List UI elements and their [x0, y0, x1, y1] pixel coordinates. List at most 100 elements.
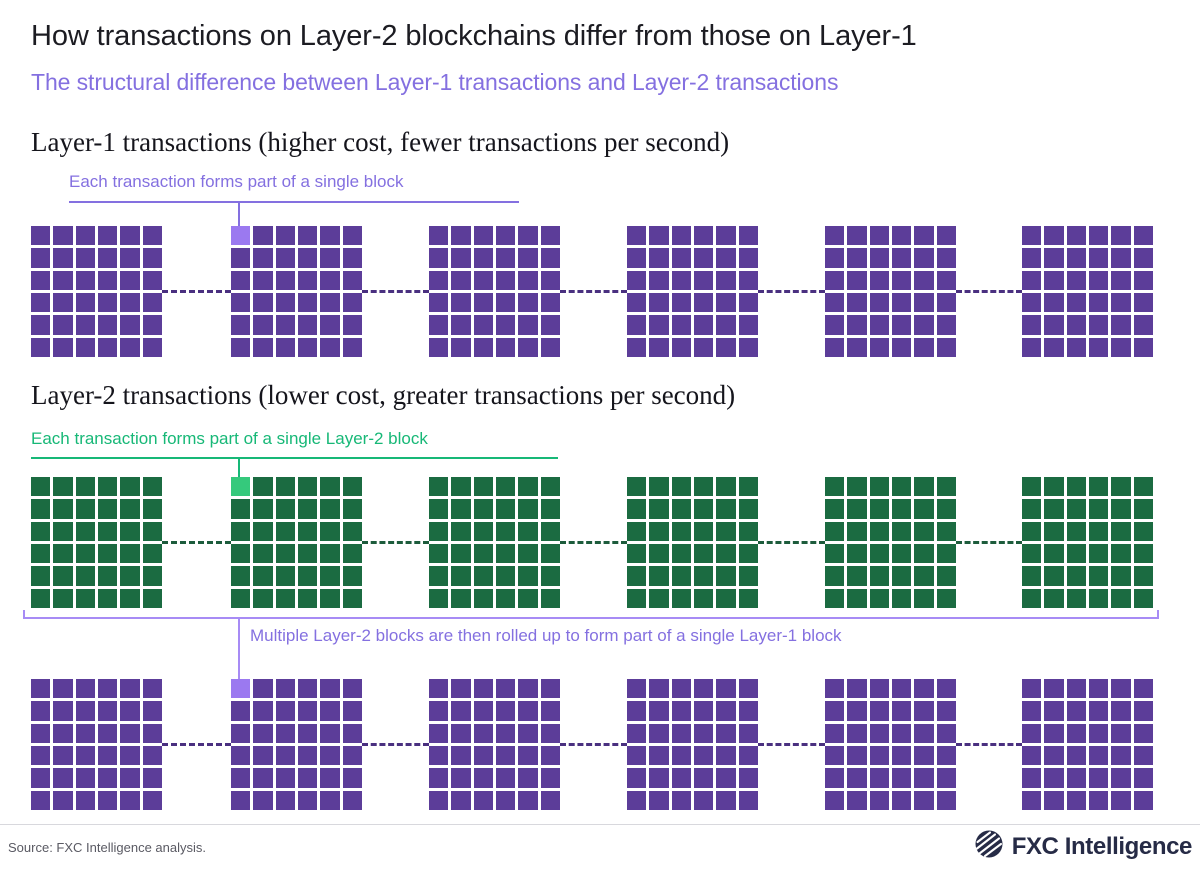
transaction-cell — [825, 226, 845, 246]
transaction-cell — [892, 226, 912, 246]
transaction-cell — [1044, 723, 1064, 743]
transaction-cell — [1022, 477, 1042, 497]
transaction-cell — [694, 226, 714, 246]
transaction-cell — [847, 679, 867, 699]
transaction-cell — [231, 588, 251, 608]
transaction-cell — [496, 679, 516, 699]
transaction-cell — [231, 499, 251, 519]
transaction-cell — [120, 768, 140, 788]
transaction-cell — [142, 270, 162, 290]
transaction-cell — [473, 499, 493, 519]
transaction-cell — [1044, 746, 1064, 766]
transaction-cell — [914, 566, 934, 586]
transaction-cell — [1066, 270, 1086, 290]
transaction-cell — [540, 723, 560, 743]
transaction-cell — [142, 499, 162, 519]
transaction-cell — [892, 768, 912, 788]
transaction-cell — [298, 521, 318, 541]
annotation-layer1: Each transaction forms part of a single … — [69, 172, 404, 191]
transaction-cell — [1022, 723, 1042, 743]
transaction-cell — [451, 566, 471, 586]
transaction-cell — [540, 544, 560, 564]
transaction-cell — [1133, 226, 1153, 246]
transaction-cell — [627, 270, 647, 290]
transaction-cell — [120, 226, 140, 246]
rollup-bracket — [23, 610, 1159, 619]
transaction-cell — [142, 248, 162, 268]
transaction-cell — [825, 790, 845, 810]
transaction-cell — [716, 477, 736, 497]
transaction-cell — [120, 315, 140, 335]
transaction-cell — [649, 679, 669, 699]
transaction-cell — [31, 293, 51, 313]
transaction-cell — [31, 566, 51, 586]
block-link — [560, 290, 627, 293]
transaction-cell — [98, 521, 118, 541]
transaction-cell — [716, 499, 736, 519]
transaction-cell — [320, 588, 340, 608]
globe-stripes-icon — [974, 829, 1004, 864]
annotation-rollup: Multiple Layer-2 blocks are then rolled … — [250, 626, 842, 645]
transaction-cell — [892, 723, 912, 743]
transaction-cell — [98, 790, 118, 810]
transaction-cell — [53, 337, 73, 357]
transaction-cell — [847, 544, 867, 564]
transaction-cell — [298, 790, 318, 810]
transaction-cell — [847, 746, 867, 766]
transaction-cell — [451, 293, 471, 313]
transaction-cell — [936, 544, 956, 564]
transaction-cell — [716, 790, 736, 810]
transaction-cell — [716, 566, 736, 586]
transaction-cell — [825, 544, 845, 564]
transaction-cell — [936, 790, 956, 810]
transaction-cell — [914, 790, 934, 810]
transaction-cell — [142, 293, 162, 313]
transaction-cell — [627, 293, 647, 313]
transaction-cell — [1089, 521, 1109, 541]
transaction-cell — [540, 337, 560, 357]
transaction-cell — [342, 723, 362, 743]
transaction-cell — [53, 746, 73, 766]
transaction-cell — [142, 477, 162, 497]
transaction-cell — [1133, 746, 1153, 766]
block-link — [362, 541, 429, 544]
block-link — [956, 743, 1022, 746]
transaction-cell — [320, 679, 340, 699]
transaction-cell — [627, 499, 647, 519]
transaction-cell — [847, 588, 867, 608]
transaction-cell — [671, 270, 691, 290]
block-row-layer1-bottom — [0, 679, 1200, 810]
annotation-layer1-rule — [69, 201, 519, 203]
transaction-cell — [1089, 746, 1109, 766]
transaction-cell — [298, 723, 318, 743]
transaction-cell — [738, 337, 758, 357]
transaction-cell — [540, 248, 560, 268]
transaction-cell — [1111, 226, 1131, 246]
block — [1022, 679, 1153, 810]
transaction-cell — [451, 679, 471, 699]
transaction-cell — [671, 226, 691, 246]
transaction-cell — [825, 477, 845, 497]
transaction-cell — [253, 521, 273, 541]
transaction-cell — [825, 521, 845, 541]
transaction-cell — [540, 521, 560, 541]
transaction-cell — [825, 588, 845, 608]
transaction-cell — [716, 337, 736, 357]
transaction-cell — [1066, 226, 1086, 246]
transaction-cell — [738, 746, 758, 766]
transaction-cell — [275, 723, 295, 743]
annotation-layer1-connector — [238, 201, 240, 228]
transaction-cell — [694, 746, 714, 766]
transaction-cell — [1133, 566, 1153, 586]
transaction-cell — [914, 226, 934, 246]
transaction-cell — [518, 270, 538, 290]
transaction-cell — [31, 544, 51, 564]
transaction-cell — [1089, 315, 1109, 335]
transaction-cell — [518, 499, 538, 519]
transaction-cell — [627, 315, 647, 335]
transaction-cell — [1111, 477, 1131, 497]
transaction-cell — [825, 723, 845, 743]
transaction-cell — [275, 701, 295, 721]
transaction-cell — [98, 226, 118, 246]
transaction-cell — [518, 521, 538, 541]
